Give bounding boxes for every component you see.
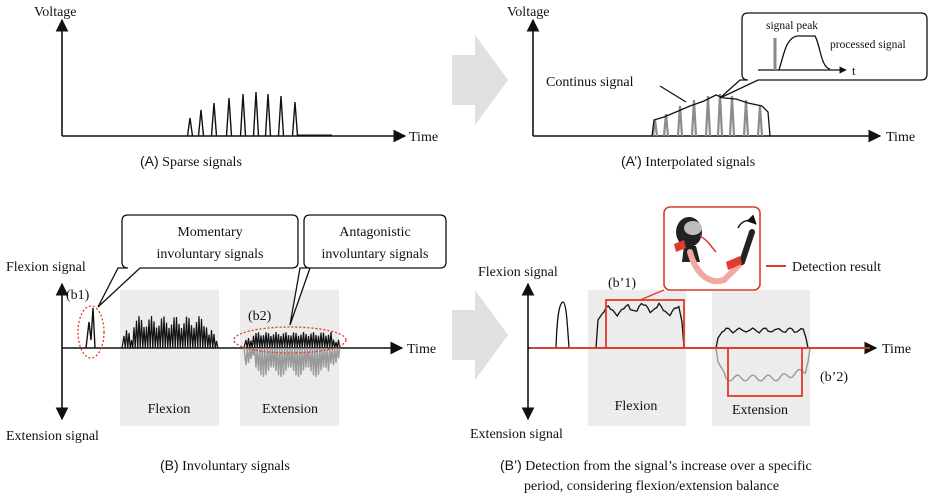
panel-a2-caption: (A’) Interpolated signals	[621, 153, 755, 170]
continuous-signal-label: Continus signal	[546, 75, 634, 90]
panel-b2-extension-envelope-up	[715, 327, 809, 349]
momentary-callout-box	[97, 214, 299, 308]
inset-processed-label: processed signal	[830, 39, 906, 51]
sparse-spike	[264, 93, 272, 137]
panel-a2: Voltage Time Continus signal signal peak…	[507, 5, 928, 170]
detection-legend-label: Detection result	[792, 260, 881, 275]
interpolated-spike	[704, 95, 712, 137]
panel-b-b2-label: (b2)	[248, 309, 272, 324]
flexion-burst	[121, 315, 219, 349]
interpolated-spike	[662, 113, 670, 137]
brain-icon	[684, 221, 702, 235]
sparse-spike	[239, 93, 247, 137]
transition-arrow-bottom	[452, 290, 508, 380]
panel-b2: Flexion signal Extension signal Time (b’…	[470, 206, 911, 494]
user-illustration	[639, 206, 761, 301]
sparse-spike	[186, 117, 194, 137]
rotation-arrow-icon	[737, 214, 757, 229]
panel-b: Flexion signal Extension signal Time (b1…	[6, 214, 447, 474]
panel-b-flexion-label: Flexion signal	[6, 260, 86, 275]
antagonistic-callout-line2: involuntary signals	[322, 247, 429, 262]
momentary-callout-line1: Momentary	[177, 225, 242, 240]
panel-b-extension-label: Extension signal	[6, 429, 99, 444]
muscle-extensor-icon	[726, 256, 742, 270]
sparse-spike	[291, 101, 299, 137]
sparse-spike	[277, 95, 285, 137]
arm-icon	[687, 249, 745, 285]
panel-b-momentary-spike	[85, 307, 96, 349]
panel-b-b1-highlight	[77, 305, 105, 359]
interpolated-spike	[690, 99, 698, 137]
panel-b-flexion-region	[120, 290, 219, 426]
interpolated-spike	[676, 105, 684, 137]
detection-extension-box	[727, 347, 803, 397]
extension-burst-up	[243, 331, 341, 349]
continuous-signal-pointer	[659, 85, 687, 103]
panel-a-x-label: Time	[409, 130, 438, 145]
panel-b-caption-text: Involuntary signals	[182, 459, 290, 474]
interpolated-spike	[756, 105, 764, 137]
nerve-path-icon	[699, 235, 717, 253]
panel-b-region-extension: Extension	[262, 402, 318, 417]
forearm-icon	[739, 229, 755, 265]
panel-b2-caption-text1: Detection from the signal’s increase ove…	[525, 459, 812, 474]
panel-b2-caption-letter: (B’)	[500, 457, 522, 473]
interpolated-spike	[728, 95, 736, 137]
inset-processed-curve	[778, 35, 831, 71]
panel-b2-caption-line2: period, considering flexion/extension ba…	[524, 479, 779, 494]
panel-a-y-label: Voltage	[34, 5, 77, 20]
panel-b2-region-extension: Extension	[732, 403, 788, 418]
antagonistic-callout-line1: Antagonistic	[339, 225, 411, 240]
panel-b2-extension-envelope-down	[715, 347, 811, 382]
panel-b2-flexion-label: Flexion signal	[478, 265, 558, 280]
panel-a-caption: (A) Sparse signals	[140, 153, 242, 170]
inset-peak-label: signal peak	[766, 20, 818, 32]
panel-a2-x-label: Time	[886, 130, 915, 145]
inset-t-label: t	[852, 63, 856, 78]
detection-flexion-box	[605, 299, 685, 349]
panel-b2-extension-label: Extension signal	[470, 427, 563, 442]
muscle-flexor-icon	[674, 240, 686, 252]
transition-arrow-top	[452, 35, 508, 125]
antagonistic-callout-box	[289, 214, 447, 326]
panel-b2-b2-label: (b’2)	[820, 370, 848, 385]
sparse-spike	[225, 97, 233, 137]
panel-a2-caption-text: Interpolated signals	[645, 155, 755, 170]
panel-b-caption: (B) Involuntary signals	[160, 457, 290, 474]
sparse-spike	[197, 109, 205, 137]
panel-b2-region-flexion: Flexion	[615, 399, 658, 414]
panel-a2-y-label: Voltage	[507, 5, 550, 20]
panel-b-region-flexion: Flexion	[148, 402, 191, 417]
panel-a2-caption-letter: (A’)	[621, 153, 642, 169]
panel-b2-flexion-region	[588, 290, 686, 426]
panel-a-caption-letter: (A)	[140, 153, 159, 169]
panel-a-caption-text: Sparse signals	[162, 155, 242, 170]
interpolated-spike	[742, 99, 750, 137]
panel-b-b1-label: (b1)	[66, 288, 90, 303]
inset-callout-box	[719, 12, 928, 99]
continuous-envelope	[651, 94, 771, 137]
sparse-spike	[252, 91, 260, 137]
panel-b-flexion-bursts	[121, 315, 219, 349]
inset-callout: signal peak t processed signal	[719, 12, 928, 99]
momentary-callout-line2: involuntary signals	[157, 247, 264, 262]
panel-a: Voltage Time (A) Sparse signals	[34, 5, 438, 170]
panel-b2-flexion-envelope	[595, 302, 685, 349]
sparse-spikes	[186, 91, 332, 137]
panel-b2-b1-label: (b’1)	[608, 276, 636, 291]
interpolated-spike	[716, 93, 724, 137]
illustration-connector	[639, 289, 665, 301]
panel-b-caption-letter: (B)	[160, 457, 179, 473]
panel-b-b2-highlight	[233, 326, 347, 354]
panel-b-extension-bursts	[243, 331, 341, 378]
panel-b-x-label: Time	[407, 342, 436, 357]
panel-b2-caption-line1: (B’) Detection from the signal’s increas…	[500, 457, 812, 474]
panel-b2-x-label: Time	[882, 342, 911, 357]
panel-b2-momentary-spike	[555, 301, 570, 349]
sparse-spike	[210, 102, 218, 137]
